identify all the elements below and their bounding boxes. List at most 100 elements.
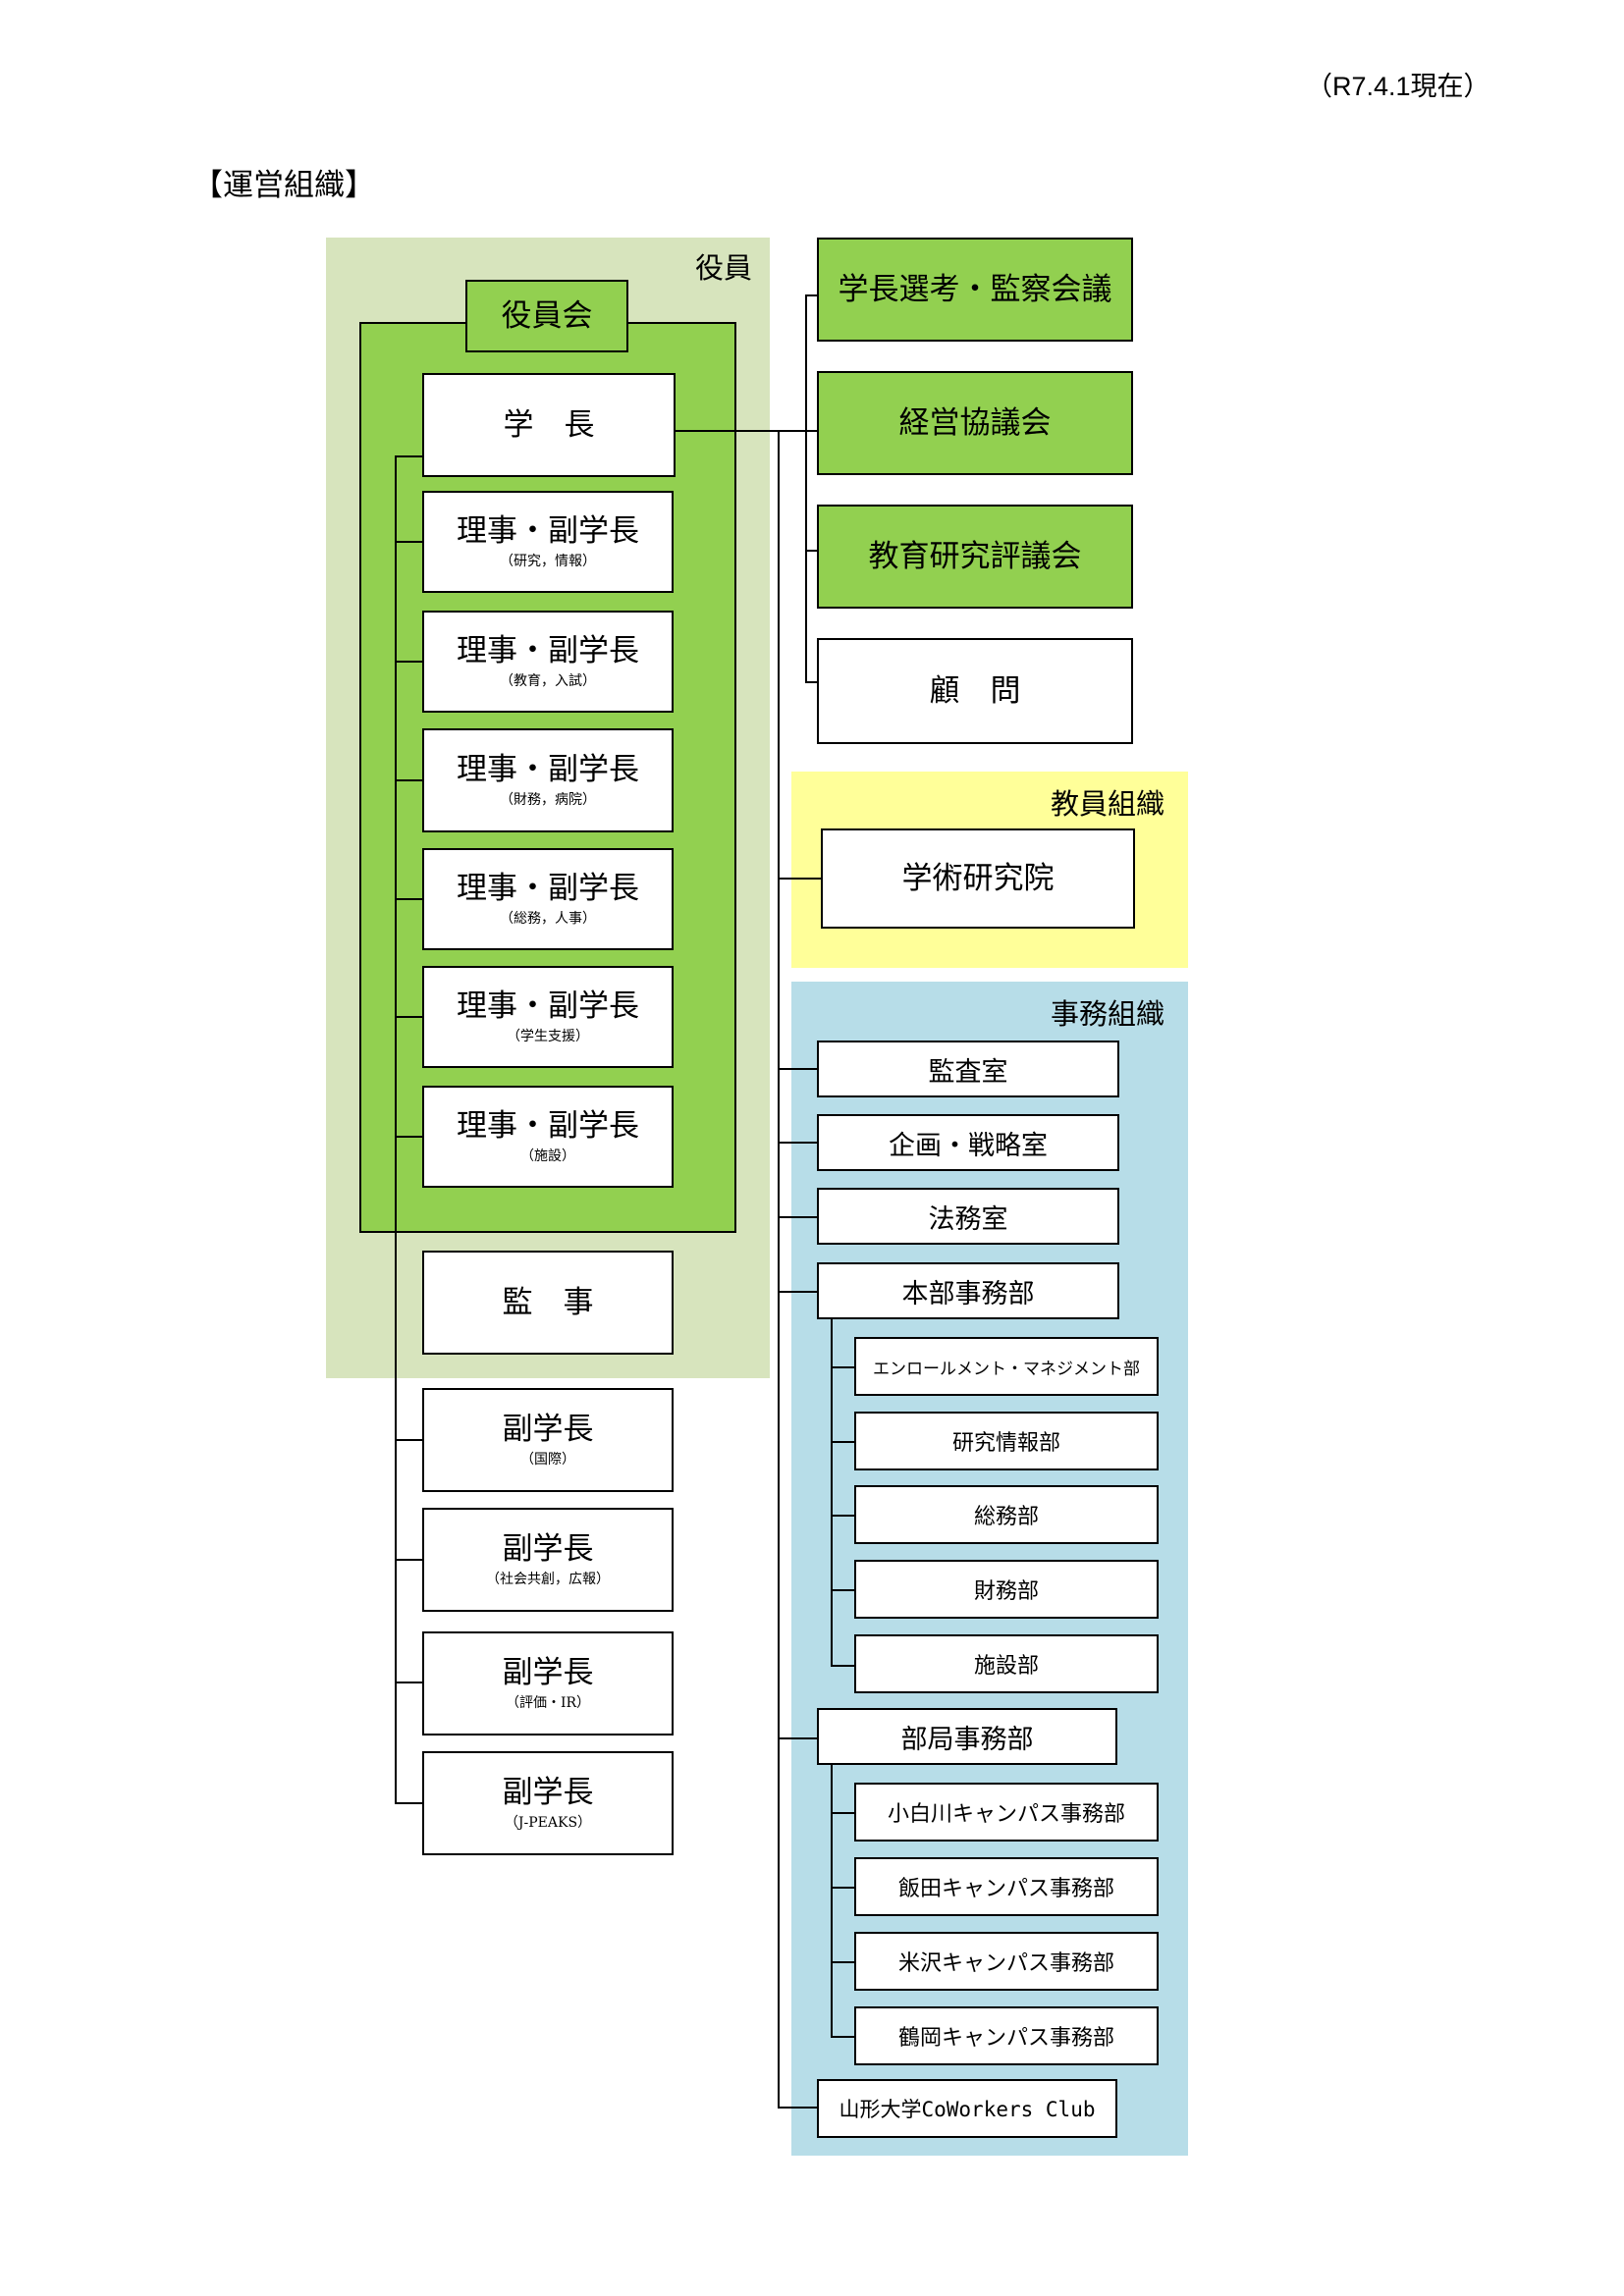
deputy-title: 副学長 <box>502 1774 594 1810</box>
campus-dept-label: 鶴岡キャンパス事務部 <box>897 2026 1114 2051</box>
connector <box>805 294 819 296</box>
deputy-box: 副学長 （国際） <box>422 1388 674 1492</box>
auditor-label: 監 事 <box>502 1284 594 1320</box>
deputy-title: 副学長 <box>502 1411 594 1447</box>
campus-dept-box: 飯田キャンパス事務部 <box>854 1857 1159 1916</box>
connector <box>395 1016 422 1018</box>
connector <box>831 1515 854 1517</box>
connector <box>395 1136 422 1138</box>
club-box: 山形大学CoWorkers Club <box>817 2079 1117 2138</box>
dept-box: 施設部 <box>854 1634 1159 1693</box>
connector <box>395 898 422 900</box>
dept-box: 総務部 <box>854 1485 1159 1544</box>
dept-box: 財務部 <box>854 1560 1159 1619</box>
vp-scope: （総務，人事） <box>500 910 596 927</box>
campus-dept-label: 飯田キャンパス事務部 <box>897 1877 1114 1901</box>
connector <box>831 1589 854 1591</box>
admin-zone-label: 事務組織 <box>1051 997 1165 1031</box>
vp-scope: （施設） <box>520 1148 575 1164</box>
deputy-scope: （J-PEAKS） <box>504 1814 592 1831</box>
dept-label: 財務部 <box>973 1579 1039 1604</box>
office-box: 法務室 <box>817 1188 1119 1245</box>
exec-trunk-line <box>395 455 397 1802</box>
connector <box>805 550 819 552</box>
connector <box>831 1887 854 1889</box>
campus-dept-label: 小白川キャンパス事務部 <box>887 1802 1125 1827</box>
dept-box: エンロールメント・マネジメント部 <box>854 1337 1159 1396</box>
vice-president-box: 理事・副学長 （教育，入試） <box>422 611 674 713</box>
auditor-box: 監 事 <box>422 1251 674 1355</box>
connector <box>831 1366 854 1368</box>
head-office-subtrunk <box>831 1313 833 1667</box>
vice-president-box: 理事・副学長 （財務，病院） <box>422 728 674 832</box>
faculty-box: 学術研究院 <box>821 828 1135 929</box>
dept-label: 施設部 <box>973 1654 1039 1679</box>
section-title: 【運営組織】 <box>192 168 375 203</box>
council-box: 教育研究評議会 <box>817 505 1133 609</box>
deputy-scope: （評価・IR） <box>505 1694 591 1711</box>
vice-president-box: 理事・副学長 （総務，人事） <box>422 848 674 950</box>
vp-title: 理事・副学長 <box>457 1107 639 1144</box>
board-box: 役員会 <box>465 280 628 352</box>
council-label: 教育研究評議会 <box>868 538 1082 574</box>
president-label: 学 長 <box>503 406 595 443</box>
deputy-scope: （国際） <box>520 1451 575 1468</box>
vp-title: 理事・副学長 <box>457 988 639 1024</box>
campus-office-label: 部局事務部 <box>900 1724 1034 1755</box>
vp-title: 理事・副学長 <box>457 512 639 549</box>
vp-title: 理事・副学長 <box>457 870 639 906</box>
connector <box>831 1441 854 1443</box>
vice-president-box: 理事・副学長 （研究，情報） <box>422 491 674 593</box>
office-box: 監査室 <box>817 1041 1119 1097</box>
council-box: 顧 問 <box>817 638 1133 744</box>
campus-dept-box: 鶴岡キャンパス事務部 <box>854 2006 1159 2065</box>
connector <box>395 541 422 543</box>
connector <box>778 2107 817 2109</box>
deputy-title: 副学長 <box>502 1530 594 1567</box>
council-label: 顧 問 <box>929 672 1021 709</box>
office-label: 監査室 <box>928 1056 1008 1088</box>
office-label: 法務室 <box>928 1203 1008 1235</box>
dept-box: 研究情報部 <box>854 1412 1159 1470</box>
council-trunk-line <box>805 294 807 683</box>
connector <box>395 1802 422 1804</box>
council-label: 学長選考・監察会議 <box>838 271 1112 307</box>
connector <box>395 1559 422 1561</box>
vice-president-box: 理事・副学長 （施設） <box>422 1086 674 1188</box>
campus-office-subtrunk <box>831 1759 833 2038</box>
connector <box>395 1439 422 1441</box>
dept-label: 研究情報部 <box>951 1431 1060 1456</box>
president-box: 学 長 <box>422 373 676 477</box>
council-label: 経営協議会 <box>898 404 1052 441</box>
connector <box>831 1812 854 1814</box>
connector <box>395 455 422 457</box>
connector <box>831 2036 854 2038</box>
deputy-box: 副学長 （社会共創，広報） <box>422 1508 674 1612</box>
head-office-label: 本部事務部 <box>901 1278 1035 1309</box>
vp-title: 理事・副学長 <box>457 751 639 787</box>
dept-label: 総務部 <box>973 1505 1039 1529</box>
vp-scope: （教育，入試） <box>500 672 596 689</box>
vp-scope: （研究，情報） <box>500 553 596 569</box>
connector <box>395 661 422 663</box>
connector <box>778 878 821 880</box>
deputy-box: 副学長 （評価・IR） <box>422 1631 674 1735</box>
campus-dept-label: 米沢キャンパス事務部 <box>897 1951 1114 1976</box>
connector <box>778 1068 817 1070</box>
head-office-box: 本部事務部 <box>817 1262 1119 1319</box>
deputy-scope: （社会共創，広報） <box>486 1571 610 1587</box>
connector <box>778 1291 817 1293</box>
faculty-zone-label: 教員組織 <box>1051 787 1165 821</box>
vp-title: 理事・副学長 <box>457 632 639 668</box>
connector <box>395 779 422 781</box>
campus-dept-box: 米沢キャンパス事務部 <box>854 1932 1159 1991</box>
deputy-title: 副学長 <box>502 1654 594 1690</box>
council-box: 学長選考・監察会議 <box>817 238 1133 342</box>
club-label: 山形大学CoWorkers Club <box>839 2098 1096 2121</box>
date-label: （R7.4.1現在） <box>1306 72 1490 101</box>
faculty-label: 学術研究院 <box>901 860 1055 896</box>
vp-scope: （学生支援） <box>507 1028 589 1044</box>
connector <box>805 681 819 683</box>
executives-zone-label: 役員 <box>695 251 753 285</box>
connector <box>831 1961 854 1963</box>
